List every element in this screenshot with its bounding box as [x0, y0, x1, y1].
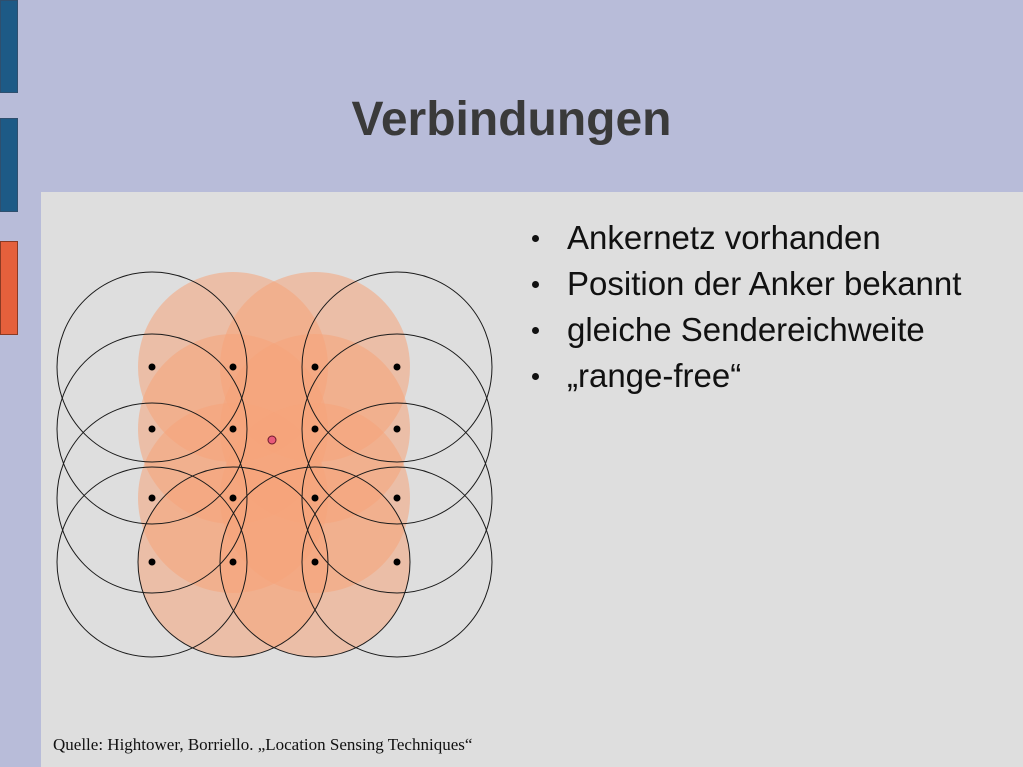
bullet-item-1: Ankernetz vorhanden: [528, 215, 1008, 261]
range-ring-layer: [56, 271, 493, 658]
side-bar-blue-top: [0, 0, 18, 93]
anchor-node: [148, 494, 156, 502]
anchor-node: [393, 425, 401, 433]
anchor-node: [229, 558, 237, 566]
range-ring: [301, 333, 493, 525]
range-ring: [56, 333, 248, 525]
bullet-item-2: Position der Anker bekannt: [528, 261, 1008, 307]
anchor-node: [229, 425, 237, 433]
bullet-icon: [532, 235, 539, 242]
anchor-node: [311, 494, 319, 502]
side-bar-orange: [0, 241, 18, 335]
slide-title: Verbindungen: [351, 93, 672, 146]
anchor-node: [229, 363, 237, 371]
bullet-item-4: „range-free“: [528, 353, 1008, 399]
side-bar-blue-middle: [0, 118, 18, 212]
bullet-item-3: gleiche Sendereichweite: [528, 307, 1008, 353]
anchor-node: [229, 494, 237, 502]
bullet-text-3: gleiche Sendereichweite: [567, 311, 925, 348]
range-ring: [56, 402, 248, 594]
anchor-node: [148, 425, 156, 433]
range-ring: [301, 466, 493, 658]
target-node: [267, 435, 277, 445]
anchor-node: [393, 558, 401, 566]
source-citation: Quelle: Hightower, Borriello. „Location …: [53, 735, 473, 754]
range-ring: [301, 402, 493, 594]
anchor-node: [148, 558, 156, 566]
anchor-node: [311, 425, 319, 433]
bullet-icon: [532, 373, 539, 380]
bullet-text-1: Ankernetz vorhanden: [567, 219, 881, 256]
anchor-node: [148, 363, 156, 371]
bullet-text-4: „range-free“: [567, 357, 742, 394]
range-ring: [56, 271, 248, 463]
anchor-node: [393, 363, 401, 371]
range-ring: [301, 271, 493, 463]
bullet-text-2: Position der Anker bekannt: [567, 265, 962, 302]
range-ring: [137, 466, 329, 658]
coverage-layer: [138, 272, 410, 657]
anchor-node: [311, 363, 319, 371]
anchor-node-layer: [148, 363, 401, 566]
bullet-list: Ankernetz vorhanden Position der Anker b…: [528, 215, 1008, 399]
anchor-node: [311, 558, 319, 566]
range-ring: [219, 466, 411, 658]
range-ring: [56, 466, 248, 658]
bullet-icon: [532, 327, 539, 334]
anchor-node: [393, 494, 401, 502]
bullet-icon: [532, 281, 539, 288]
